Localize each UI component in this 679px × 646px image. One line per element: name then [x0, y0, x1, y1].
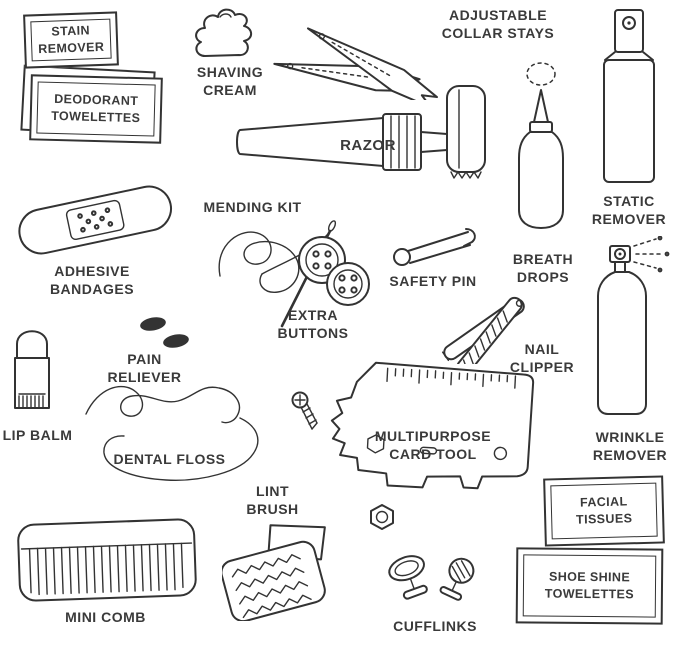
razor-icon	[236, 85, 486, 179]
adhesive-bandages-icon	[18, 185, 173, 255]
nail-clipper-icon	[441, 296, 525, 364]
multipurpose-card-tool-icon	[330, 361, 535, 490]
shoe-shine-towelettes-packet: SHOE SHINE TOWELETTES	[515, 547, 664, 625]
wrinkle-remover-label: WRINKLE REMOVER	[592, 429, 668, 464]
multipurpose-card-tool-label: MULTIPURPOSE CARD TOOL	[374, 428, 492, 463]
static-remover-label: STATIC REMOVER	[591, 193, 667, 228]
extra-buttons-label: EXTRA BUTTONS	[277, 307, 349, 342]
nail-clipper-label: NAIL CLIPPER	[509, 341, 575, 376]
dental-floss-icon	[85, 385, 259, 481]
lint-brush-icon	[222, 524, 326, 621]
cufflinks-label: CUFFLINKS	[393, 618, 477, 634]
pain-reliever-label: PAIN RELIEVER	[107, 351, 182, 386]
safety-pin-label: SAFETY PIN	[389, 273, 477, 289]
pain-reliever-icon	[140, 317, 189, 348]
adjustable-collar-stays-label: ADJUSTABLE COLLAR STAYS	[441, 7, 555, 42]
shoe-shine-towelettes-label: SHOE SHINE TOWELETTES	[522, 554, 657, 618]
shaving-cream-icon	[195, 8, 253, 57]
shaving-cream-label: SHAVING CREAM	[196, 64, 264, 99]
wrinkle-remover-icon	[597, 236, 670, 415]
breath-drops-label: BREATH DROPS	[512, 251, 574, 286]
facial-tissues-packet: FACIAL TISSUES	[543, 475, 665, 547]
hex-nut-icon	[370, 504, 394, 530]
deodorant-towelettes-label: DEODORANT TOWELETTES	[36, 81, 156, 137]
mending-kit-label: MENDING KIT	[203, 199, 302, 215]
extra-buttons-icon	[298, 236, 370, 306]
static-remover-icon	[603, 9, 655, 183]
razor-label: RAZOR	[340, 137, 396, 154]
stain-remover-packet: STAIN REMOVER	[23, 11, 119, 69]
deodorant-towelettes-packet: DEODORANT TOWELETTES	[29, 74, 163, 144]
cufflinks-icon	[388, 555, 475, 601]
mini-comb-icon	[17, 518, 197, 602]
dental-floss-label: DENTAL FLOSS	[113, 451, 226, 467]
screw-icon	[291, 391, 318, 430]
adhesive-bandages-label: ADHESIVE BANDAGES	[49, 263, 135, 298]
stain-remover-label: STAIN REMOVER	[30, 18, 112, 62]
facial-tissues-label: FACIAL TISSUES	[550, 482, 658, 540]
breath-drops-icon	[518, 62, 564, 229]
lip-balm-label: LIP BALM	[2, 427, 73, 443]
adjustable-collar-stays-icon	[273, 27, 438, 100]
lip-balm-icon	[14, 330, 50, 409]
lint-brush-label: LINT BRUSH	[246, 483, 299, 518]
mini-comb-label: MINI COMB	[65, 609, 146, 625]
safety-pin-icon	[393, 228, 476, 266]
